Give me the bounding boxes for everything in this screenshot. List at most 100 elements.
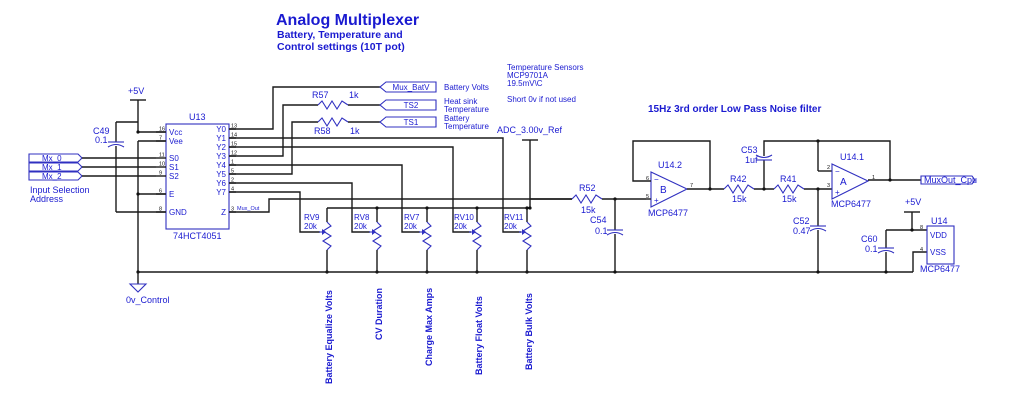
svg-text:+: + — [654, 196, 659, 205]
u13-ref: U13 — [189, 112, 206, 122]
mux-out-net-label: Mux_Out — [237, 206, 260, 212]
input-ports: Mx_0Mx_1Mx_2 — [28, 153, 156, 181]
r58-value: 1k — [350, 126, 360, 136]
r41-ref: R41 — [780, 174, 797, 184]
u14-vss: VSS — [930, 248, 946, 257]
pot-value: 20k — [404, 222, 418, 231]
r42-value: 15k — [732, 194, 747, 204]
u14-2-unit: B — [660, 185, 667, 196]
capacitor-c53: C53 1uf — [741, 145, 773, 165]
filter-title: 15Hz 3rd order Low Pass Noise filter — [648, 104, 821, 115]
pin-number: 2 — [231, 178, 234, 184]
u14-2-part: MCP6477 — [648, 208, 688, 218]
pin-name: Y2 — [216, 143, 226, 152]
u14-2-pin-out: 7 — [690, 183, 693, 189]
wire-y0 — [229, 86, 380, 130]
pin-name: Y0 — [216, 125, 226, 134]
svg-text:−: − — [654, 175, 659, 184]
u14-2-pin-minus: 6 — [646, 176, 649, 182]
pin-number: 16 — [159, 127, 165, 133]
u14-2-pin-plus: 5 — [646, 194, 649, 200]
junction — [613, 270, 617, 274]
pin-name: Y6 — [216, 179, 226, 188]
pin-number: 5 — [231, 169, 234, 175]
title-line1: Battery, Temperature and — [277, 29, 403, 41]
opamp-u14-2: B − + U14.2 MCP6477 6 5 7 — [646, 160, 693, 218]
u14-1-part: MCP6477 — [831, 199, 871, 209]
pin-name: Z — [221, 208, 226, 217]
pot-ref: RV9 — [304, 213, 320, 222]
vcc-right-label: +5V — [905, 197, 921, 207]
pin-number: 14 — [231, 133, 237, 139]
u13-part: 74HCT4051 — [173, 231, 222, 241]
input-port-mx-1[interactable]: Mx_1 — [28, 162, 156, 172]
title-line2: Control settings (10T pot) — [277, 41, 405, 53]
junction — [816, 270, 820, 274]
pot-ref: RV8 — [354, 213, 370, 222]
r52-value: 15k — [581, 205, 596, 215]
junction — [910, 228, 914, 232]
pin-name: Y3 — [216, 152, 226, 161]
u14-pin-vss: 4 — [920, 247, 923, 253]
note-temp-3: 19.5mV\C — [507, 79, 543, 88]
note-temp-2: MCP9701A — [507, 71, 549, 80]
pot-function-label: Charge Max Amps — [424, 288, 434, 366]
pin-name: Vcc — [169, 128, 182, 137]
u14-vdd: VDD — [930, 231, 947, 240]
wire-y2 — [229, 146, 471, 233]
note-temp-1: Temperature Sensors — [507, 63, 583, 72]
resistor-r57: R57 1k — [312, 90, 359, 111]
r57-value: 1k — [349, 90, 359, 100]
port-label: TS2 — [404, 101, 419, 110]
pin-number: 11 — [159, 153, 165, 159]
r41-value: 15k — [782, 194, 797, 204]
vcc-left-label: +5V — [128, 86, 144, 96]
opamp-u14-1: A − + U14.1 MCP6477 2 3 1 — [827, 152, 875, 209]
pot-value: 20k — [504, 222, 518, 231]
c52-ref: C52 — [793, 216, 810, 226]
wire-y5 — [229, 121, 318, 175]
port-muxout-cpu[interactable]: MuxOut_Cpu — [920, 175, 977, 185]
r52-ref: R52 — [579, 183, 596, 193]
pot-function-label: CV Duration — [374, 288, 384, 340]
pot-value: 20k — [304, 222, 318, 231]
c53-value: 1uf — [745, 155, 758, 165]
port-desc-1: Battery — [444, 114, 469, 123]
capacitor-c49: C49 0.1 — [93, 126, 125, 148]
ic-u14-power: U14 VDD VSS 8 4 MCP6477 — [920, 216, 960, 274]
input-port-mx-0[interactable]: Mx_0 — [28, 153, 156, 163]
note-temp-4: Short 0v if not used — [507, 95, 576, 104]
pin-number: 4 — [231, 187, 234, 193]
capacitor-c52: C52 0.47 — [793, 216, 827, 236]
resistor-r41: R41 15k — [773, 174, 805, 204]
r42-ref: R42 — [730, 174, 747, 184]
pot-ref: RV10 — [454, 213, 474, 222]
pin-number: 1 — [231, 160, 234, 166]
junction — [888, 178, 892, 182]
u14-ref: U14 — [931, 216, 948, 226]
u14-1-pin-out: 1 — [872, 175, 875, 181]
capacitor-c60: C60 0.1 — [861, 234, 895, 254]
wire-y1 — [229, 137, 521, 233]
pin-name: S1 — [169, 163, 179, 172]
pin-name: Y7 — [216, 188, 226, 197]
u14-1-pin-minus: 2 — [827, 165, 830, 171]
svg-text:−: − — [835, 167, 840, 176]
pin-name: Vee — [169, 137, 183, 146]
pin-number: 3 — [231, 207, 234, 213]
c60-value: 0.1 — [865, 244, 878, 254]
pin-number: 6 — [159, 189, 162, 195]
input-port-mx-2[interactable]: Mx_2 — [28, 171, 156, 181]
pin-name: Y4 — [216, 161, 226, 170]
port-desc-1: Heat sink — [444, 97, 478, 106]
